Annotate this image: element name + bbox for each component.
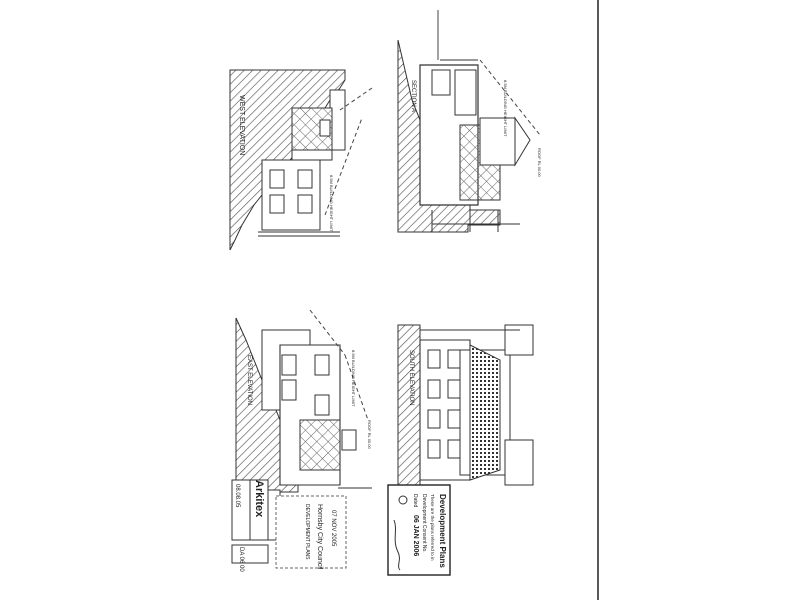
section-height-limit-note: 8.5M BUILDING HEIGHT LIMIT — [503, 80, 508, 137]
west-height-limit-note: 8.5M BUILDING HEIGHT LIMIT — [329, 175, 334, 232]
section-a-title: SECTION A — [410, 80, 416, 112]
east-elevation: EAST ELEVATION 8.5M BUILDING HEIGHT LIMI… — [235, 309, 372, 493]
dev-stamp-seal — [398, 495, 408, 505]
title-block: Arkitex 08.08.05 DA 06 00 — [231, 479, 281, 572]
development-plans-stamp: Development Plans These are the plans re… — [387, 484, 451, 576]
council-line: DEVELOPMENT PLANS — [304, 504, 310, 560]
company-name: Arkitex — [253, 480, 265, 518]
council-date: 07 NOV 2005 — [330, 510, 336, 547]
east-height-limit-note: 8.5M BUILDING HEIGHT LIMIT — [351, 350, 356, 407]
west-elevation-title: WEST ELEVATION — [238, 95, 245, 155]
dev-stamp-line2: Development Consent No. — [421, 494, 427, 553]
council-stamp: Hornsby City Council DEVELOPMENT PLANS 0… — [275, 495, 347, 570]
drawing-number: DA 06 00 — [238, 547, 244, 572]
dev-stamp-signature — [393, 519, 401, 571]
dev-stamp-line1: These are the plans referred to in — [430, 494, 435, 561]
south-elevation: SOUTH ELEVATION — [397, 324, 534, 486]
dev-stamp-dated-label: Dated — [412, 494, 418, 508]
section-roof-note: ROOF RL 00.00 — [537, 148, 542, 178]
west-elevation: WEST ELEVATION 8.5M BUILDING HEIGHT LIMI… — [229, 69, 373, 251]
east-elevation-title: EAST ELEVATION — [246, 355, 252, 405]
east-roof-note: ROOF RL 00.00 — [367, 420, 372, 450]
council-name: Hornsby City Council — [316, 504, 323, 570]
drawing-date: 08.08.05 — [234, 484, 240, 508]
dev-stamp-title: Development Plans — [438, 494, 447, 568]
dev-stamp-date: 06 JAN 2006 — [412, 515, 419, 556]
south-elevation-title: SOUTH ELEVATION — [408, 350, 414, 405]
section-a: SECTION A 8.5M BUILDING HEIGHT LIMIT ROO… — [397, 10, 542, 233]
